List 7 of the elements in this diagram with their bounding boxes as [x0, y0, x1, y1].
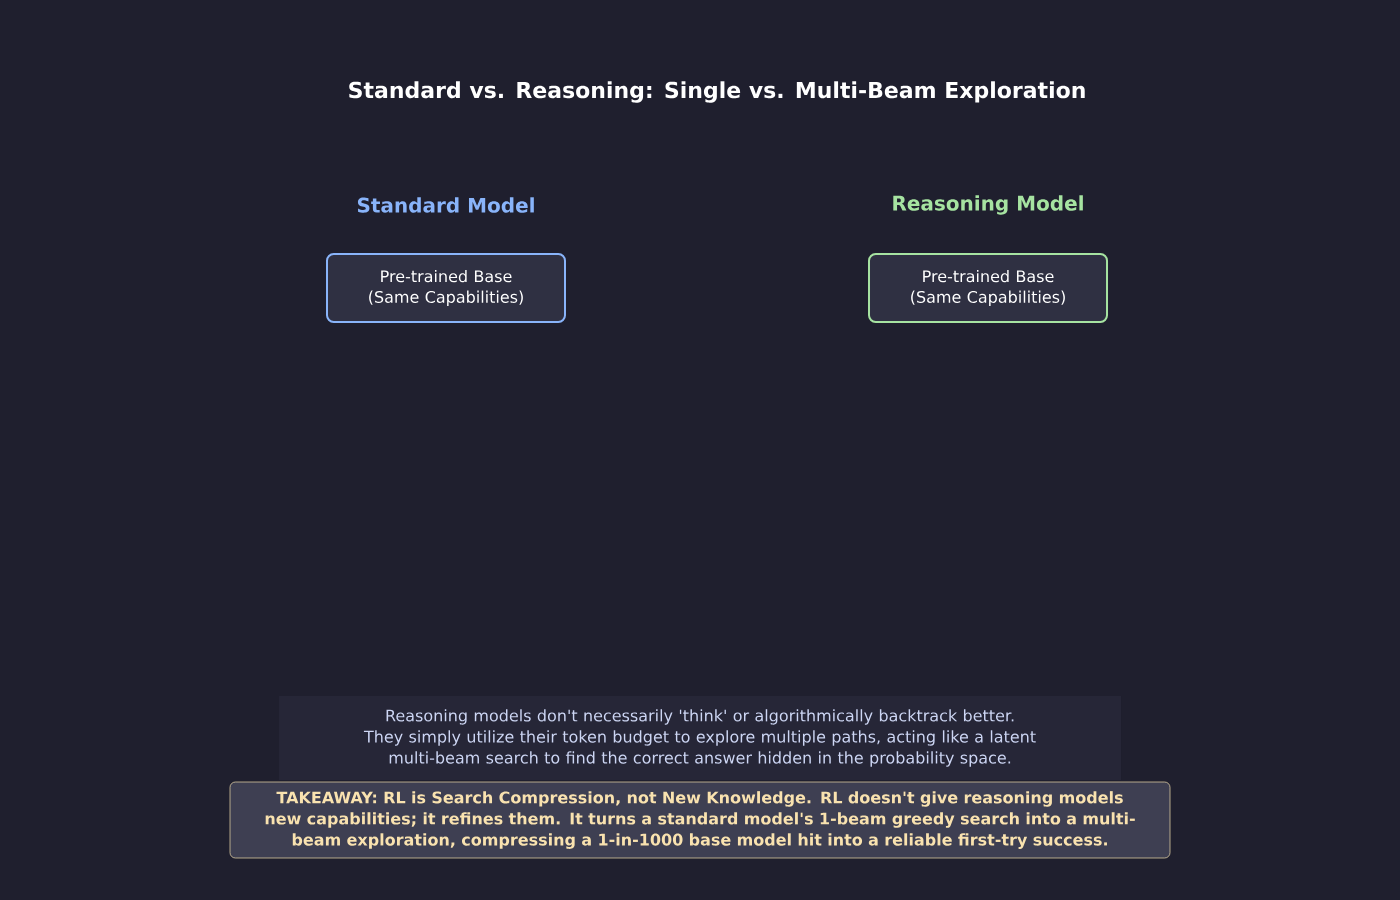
- takeaway-box: TAKEAWAY: RL is Search Compression, not New Knowledge. RL doesn't give reasoning models new capabilities; it refines them. It turns a standard model's 1-beam greedy search into a multi-beam exploration, compressing a 1-in-1000 base model hit into a reliable first-try success.: [229, 781, 1171, 859]
- model-box: Pre-trained Base (Same Capabilities): [326, 253, 566, 323]
- title: Standard vs. Reasoning: Single vs. Multi-Beam Exploration: [349, 81, 1085, 103]
- column-heading: Standard Model: [357, 197, 534, 213]
- model-box: Pre-trained Base (Same Capabilities): [868, 253, 1108, 323]
- note-panel: Reasoning models don't necessarily 'think' or algorithmically backtrack better. They simply utilize their token budget to explore multiple paths, acting like a latent multi-beam search to find the correct answer hidden in the probability space.: [279, 696, 1121, 780]
- column-heading: Reasoning Model: [893, 195, 1083, 215]
